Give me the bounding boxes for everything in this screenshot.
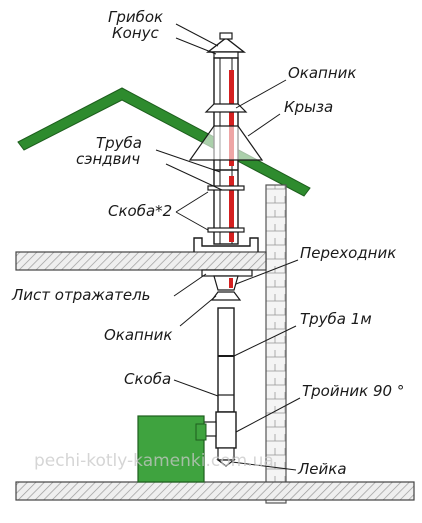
- label-drain: Лейка: [297, 460, 347, 478]
- label-drip-top: Окапник: [288, 64, 356, 82]
- label-bracket-x2: Скоба*2: [108, 202, 172, 220]
- roof: [17, 87, 311, 197]
- ceiling-slab: [15, 251, 267, 271]
- floor-slab: [15, 481, 415, 501]
- reflector-sheet: [201, 269, 253, 277]
- label-tee-90: Тройник 90 °: [302, 382, 404, 400]
- labels: Грибок Конус Окапник Крыза Труба сэндвич…: [11, 8, 404, 478]
- leader-lines: [155, 23, 301, 471]
- hot-pipe-segment-middle: [229, 176, 234, 242]
- label-pipe-1m: Труба 1м: [300, 310, 372, 328]
- label-bracket: Скоба: [124, 370, 171, 388]
- single-wall-pipe: [217, 307, 235, 413]
- label-reflector-sheet: Лист отражатель: [11, 286, 151, 304]
- label-roof-flashing: Крыза: [284, 98, 333, 116]
- label-drip-bottom: Окапник: [104, 326, 172, 344]
- hot-pipe-segment-upper: [229, 70, 234, 166]
- label-sandwich-line2: сэндвич: [76, 150, 140, 168]
- ceiling-pass-through: [193, 237, 259, 252]
- brick-wall: [265, 184, 287, 504]
- tee-90: [203, 411, 237, 467]
- label-sandwich-line1: Труба: [96, 134, 142, 152]
- drip-collar-top: [204, 103, 248, 113]
- watermark: pechi-kotly-kamenki.com.ua: [34, 451, 274, 471]
- label-adapter: Переходник: [300, 244, 396, 262]
- boiler: [137, 415, 207, 483]
- label-cone: Конус: [112, 24, 160, 42]
- label-cap: Грибок: [108, 8, 163, 26]
- adapter: [213, 275, 239, 291]
- drip-collar-bottom: [210, 291, 242, 301]
- chimney-cap: [205, 32, 247, 59]
- roof-flashing: [188, 125, 264, 161]
